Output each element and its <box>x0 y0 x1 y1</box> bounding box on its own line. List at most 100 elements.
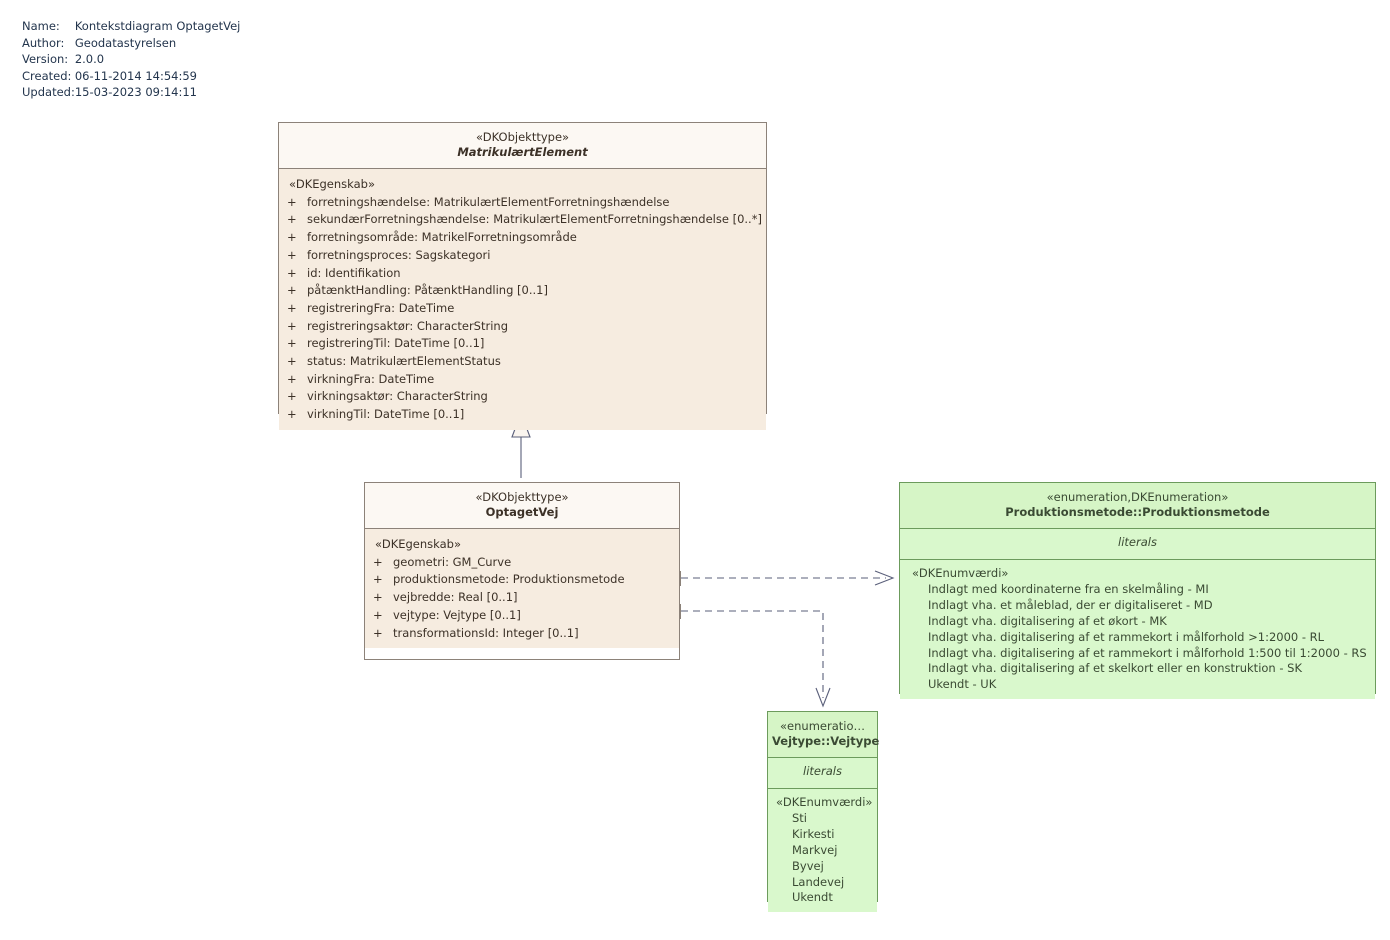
attribute-visibility: + <box>287 336 297 351</box>
attribute-visibility: + <box>373 625 383 640</box>
attribute-text: virkningTil: DateTime [0..1] <box>307 407 465 422</box>
attribute-text: produktionsmetode: Produktionsmetode <box>393 572 625 587</box>
metadata-value: 15-03-2023 09:14:11 <box>74 85 197 99</box>
attribute-visibility: + <box>373 572 383 587</box>
literal-row: Indlagt vha. digitalisering af et økort … <box>928 613 1167 628</box>
attribute-text: registreringFra: DateTime <box>307 300 455 315</box>
literal-row: Kirkesti <box>792 826 835 841</box>
attribute-row: + forretningsområde: MatrikelForretningso… <box>279 229 766 247</box>
literal-row: Byvej <box>792 858 824 873</box>
literal-row: Ukendt - UK <box>928 677 997 692</box>
metadata-value: Kontekstdiagram OptagetVej <box>74 19 241 33</box>
attribute-row: + virkningsaktør: CharacterString <box>279 388 766 406</box>
literal-row: Ukendt <box>792 890 833 905</box>
literal-row: Indlagt vha. digitalisering af et rammek… <box>928 645 1367 660</box>
literal-row: Landevej <box>792 874 845 889</box>
metadata-row: Author: Geodatastyrelsen <box>22 35 240 52</box>
attribute-row: + transformationsId: Integer [0..1] <box>365 625 679 643</box>
enumeration-produktionsmetode[interactable]: «enumeration,DKEnumeration» Produktionsm… <box>899 482 1376 700</box>
attribute-row: + virkningFra: DateTime <box>279 371 766 389</box>
attribute-text: virkningFra: DateTime <box>307 371 435 386</box>
stereotype-label: «enumeration,DKEnumeration» <box>1046 490 1229 504</box>
compartment-keyword: «DKEnumværdi» <box>776 795 873 809</box>
attribute-visibility: + <box>287 389 297 404</box>
metadata-value: 2.0.0 <box>74 52 105 66</box>
attribute-text: vejbredde: Real [0..1] <box>393 590 518 605</box>
attribute-visibility: + <box>287 371 297 386</box>
enumeration-vejtype[interactable]: «enumeratio… Vejtype::Vejtype literals «… <box>767 711 880 913</box>
attribute-text: vejtype: Vejtype [0..1] <box>393 607 521 622</box>
metadata-key: Name: <box>22 19 60 33</box>
attribute-row: + påtænktHandling: PåtænktHandling [0..1] <box>279 282 766 300</box>
attribute-row: + produktionsmetode: Produktionsmetode <box>365 571 679 589</box>
attribute-list: + geometri: GM_Curve + produktionsmetode: P… <box>365 554 679 643</box>
enum-header-produktionsmetode: «enumeration,DKEnumeration» Produktionsm… <box>900 483 1375 529</box>
attribute-row: + status: MatrikulærtElementStatus <box>279 353 766 371</box>
attribute-text: transformationsId: Integer [0..1] <box>393 625 579 640</box>
attribute-text: sekundærForretningshændelse: Matrikulært… <box>307 212 762 227</box>
attribute-visibility: + <box>373 590 383 605</box>
attribute-visibility: + <box>373 554 383 569</box>
class-name-label: MatrikulærtElement <box>457 145 588 159</box>
attribute-visibility: + <box>287 318 297 333</box>
attribute-row: + geometri: GM_Curve <box>365 554 679 572</box>
attribute-text: forretningsområde: MatrikelForretningsom… <box>307 230 577 245</box>
literal-row: Indlagt vha. digitalisering af et rammek… <box>928 629 1325 644</box>
attribute-text: forretningsproces: Sagskategori <box>307 247 491 262</box>
stereotype-label: «enumeratio… <box>780 719 865 733</box>
compartment-keyword: «DKEnumværdi» <box>912 566 1009 580</box>
class-header-matrikulaert-element: «DKObjekttype» MatrikulærtElement <box>279 123 766 169</box>
attribute-row: + virkningTil: DateTime [0..1] <box>279 406 766 424</box>
attribute-row: + sekundærForretningshændelse: Matrikulær… <box>279 211 766 229</box>
enum-header-vejtype: «enumeratio… Vejtype::Vejtype <box>768 712 880 758</box>
metadata-key: Version: <box>22 52 69 66</box>
class-name-label: OptagetVej <box>485 505 559 519</box>
metadata-value: Geodatastyrelsen <box>74 35 177 50</box>
attribute-text: virkningsaktør: CharacterString <box>307 389 488 404</box>
attribute-compartment-matrikulaert-element: «DKEgenskab» +forretningshændelse: Matri… <box>279 169 766 430</box>
attribute-compartment-optaget-vej: «DKEgenskab» + geometri: GM_Curve + produkt… <box>365 529 679 649</box>
attribute-text: påtænktHandling: PåtænktHandling [0..1] <box>307 283 548 298</box>
literal-row: Markvej <box>792 842 838 857</box>
attribute-visibility: + <box>287 354 297 369</box>
attribute-visibility: + <box>287 265 297 280</box>
attribute-row: + registreringFra: DateTime <box>279 300 766 318</box>
attribute-visibility: + <box>287 194 297 209</box>
attribute-visibility: + <box>287 300 297 315</box>
metadata-key: Author: <box>22 35 65 50</box>
metadata-row: Created:06-11-2014 14:54:59 <box>22 68 240 85</box>
attribute-row: + vejbredde: Real [0..1] <box>365 589 679 607</box>
enum-name-label: Produktionsmetode::Produktionsmetode <box>1005 505 1270 519</box>
class-header-optaget-vej: «DKObjekttype» OptagetVej <box>365 483 679 529</box>
attribute-text: status: MatrikulærtElementStatus <box>307 354 501 369</box>
attribute-visibility: + <box>373 607 383 622</box>
literal-row: Indlagt med koordinaterne fra en skelmål… <box>928 581 1209 596</box>
metadata-row: Updated:15-03-2023 09:14:11 <box>22 84 240 101</box>
metadata-row: Version: 2.0.0 <box>22 51 240 68</box>
class-matrikulaert-element[interactable]: «DKObjekttype» MatrikulærtElement «DKEge… <box>278 122 767 430</box>
attribute-visibility: + <box>287 407 297 422</box>
stereotype-label: «DKObjekttype» <box>475 130 570 144</box>
enum-name-label: Vejtype::Vejtype <box>772 734 880 748</box>
literal-row: Indlagt vha. digitalisering af et skelko… <box>928 661 1303 676</box>
attribute-visibility: + <box>287 212 297 227</box>
attribute-visibility: + <box>287 283 297 298</box>
attribute-row: + forretningshændelse: MatrikulærtElement… <box>279 194 766 212</box>
metadata-row: Name: Kontekstdiagram OptagetVej <box>22 18 240 35</box>
attribute-text: id: Identifikation <box>307 265 401 280</box>
attribute-text: geometri: GM_Curve <box>393 554 512 569</box>
literals-section-label: literals <box>768 758 877 789</box>
attribute-row: +registreringTil: DateTime [0..1] <box>279 335 766 353</box>
class-optaget-vej[interactable]: «DKObjekttype» OptagetVej «DKEgenskab» +… <box>364 482 680 660</box>
attribute-visibility: + <box>287 230 297 245</box>
literal-list: Indlagt med koordinaterne fra en skelmål… <box>900 582 1375 693</box>
compartment-keyword: «DKEgenskab» <box>375 537 461 551</box>
stereotype-label: «DKObjekttype» <box>475 490 569 504</box>
attribute-text: forretningshændelse: MatrikulærtElementF… <box>307 194 670 209</box>
metadata-value: 06-11-2014 14:54:59 <box>74 68 197 83</box>
attribute-row: +registreringsaktør: CharacterString <box>279 318 766 336</box>
